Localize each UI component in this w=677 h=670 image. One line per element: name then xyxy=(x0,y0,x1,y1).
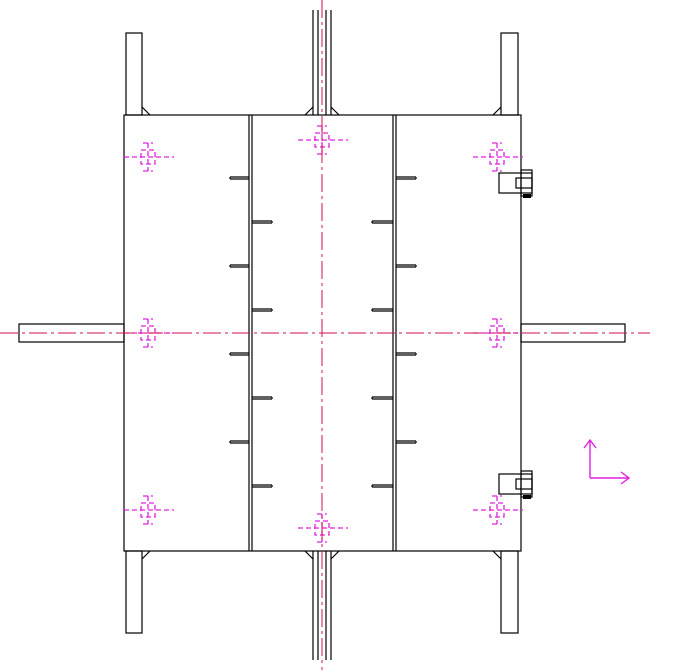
bolt-symbol xyxy=(473,495,523,525)
rib xyxy=(371,308,393,312)
leg-bottom-left xyxy=(125,550,143,634)
rib xyxy=(371,220,393,224)
leg-bottom-right xyxy=(500,550,519,634)
rib xyxy=(371,484,393,488)
bolt-symbol xyxy=(473,142,523,172)
rib xyxy=(252,484,273,488)
bolt-symbol xyxy=(124,495,174,525)
rib xyxy=(252,396,273,400)
rib xyxy=(371,396,393,400)
leg-top-left xyxy=(125,32,143,116)
hinge-top xyxy=(498,169,533,198)
bolt-symbol xyxy=(298,513,348,543)
hinges xyxy=(498,169,533,499)
rib xyxy=(229,352,249,356)
rib xyxy=(396,176,417,180)
rib xyxy=(229,176,249,180)
rib xyxy=(229,264,249,268)
hidden-bolt-symbols xyxy=(124,125,523,543)
ucs-icon xyxy=(583,438,631,485)
rib xyxy=(252,308,273,312)
rib xyxy=(396,352,417,356)
center-shaft xyxy=(312,10,332,660)
rib xyxy=(252,220,273,224)
leg-top-right xyxy=(500,32,519,116)
rib xyxy=(396,440,417,444)
rib xyxy=(229,440,249,444)
centerlines xyxy=(0,0,650,670)
rib xyxy=(396,264,417,268)
bolt-symbol xyxy=(124,142,174,172)
ribs xyxy=(229,176,417,488)
bolt-symbol xyxy=(298,125,348,155)
hinge-bottom xyxy=(498,470,533,499)
